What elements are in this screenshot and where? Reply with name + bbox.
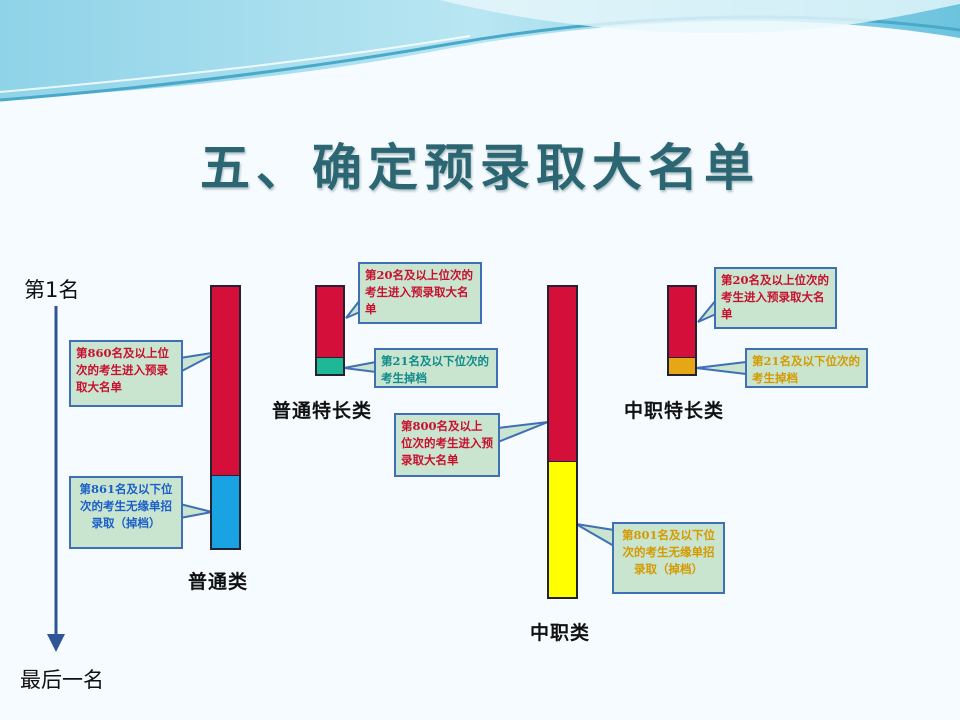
category-label-normal: 普通类 — [188, 571, 249, 593]
pointer-spec-bottom — [343, 360, 377, 374]
bar-normal — [210, 285, 241, 550]
pointer-vocspec-bottom — [695, 360, 747, 376]
callout-normal-dropped: 第861名及以下位次的考生无缘单招录取（掉档） — [69, 476, 183, 549]
rank-axis-arrowhead — [47, 634, 65, 652]
axis-bottom-label: 最后一名 — [20, 668, 104, 692]
bar-vocational-specialty-admitted — [669, 287, 695, 357]
page-title: 五、确定预录取大名单 — [200, 138, 760, 197]
callout-normal-specialty-dropped: 第21名及以下位次的考生掉档 — [374, 348, 498, 388]
pointer-normal-bottom — [179, 502, 213, 520]
bar-normal-admitted — [212, 287, 239, 475]
callout-vocational-specialty-admitted: 第20名及以上位次的考生进入预录取大名单 — [714, 267, 837, 329]
category-label-normal-specialty: 普通特长类 — [272, 400, 373, 422]
bar-vocational-dropped — [549, 460, 576, 597]
bar-vocational-specialty — [667, 285, 697, 376]
callout-vocational-admitted: 第800名及以上位次的考生进入预录取大名单 — [394, 413, 500, 477]
pointer-voc-bottom — [575, 523, 615, 548]
pointer-voc-top — [497, 421, 549, 444]
callout-normal-admitted: 第860名及以上位次的考生进入预录取大名单 — [69, 340, 183, 407]
header-wave-decoration — [0, 0, 960, 102]
callout-vocational-specialty-dropped: 第21名及以下位次的考生掉档 — [745, 348, 868, 388]
bar-normal-dropped — [212, 474, 239, 548]
bar-normal-specialty-admitted — [317, 287, 343, 357]
callout-normal-specialty-admitted: 第20名及以上位次的考生进入预录取大名单 — [358, 262, 482, 324]
axis-top-label: 第1名 — [24, 278, 80, 302]
bar-normal-specialty-dropped — [317, 356, 343, 374]
bar-vocational-specialty-dropped — [669, 356, 695, 374]
bar-normal-specialty — [315, 285, 345, 376]
category-label-vocational: 中职类 — [530, 622, 591, 644]
bar-vocational — [547, 285, 578, 599]
bar-vocational-admitted — [549, 287, 576, 461]
callout-vocational-dropped: 第801名及以下位次的考生无缘单招录取（掉档） — [612, 522, 725, 594]
category-label-vocational-specialty: 中职特长类 — [624, 400, 725, 422]
